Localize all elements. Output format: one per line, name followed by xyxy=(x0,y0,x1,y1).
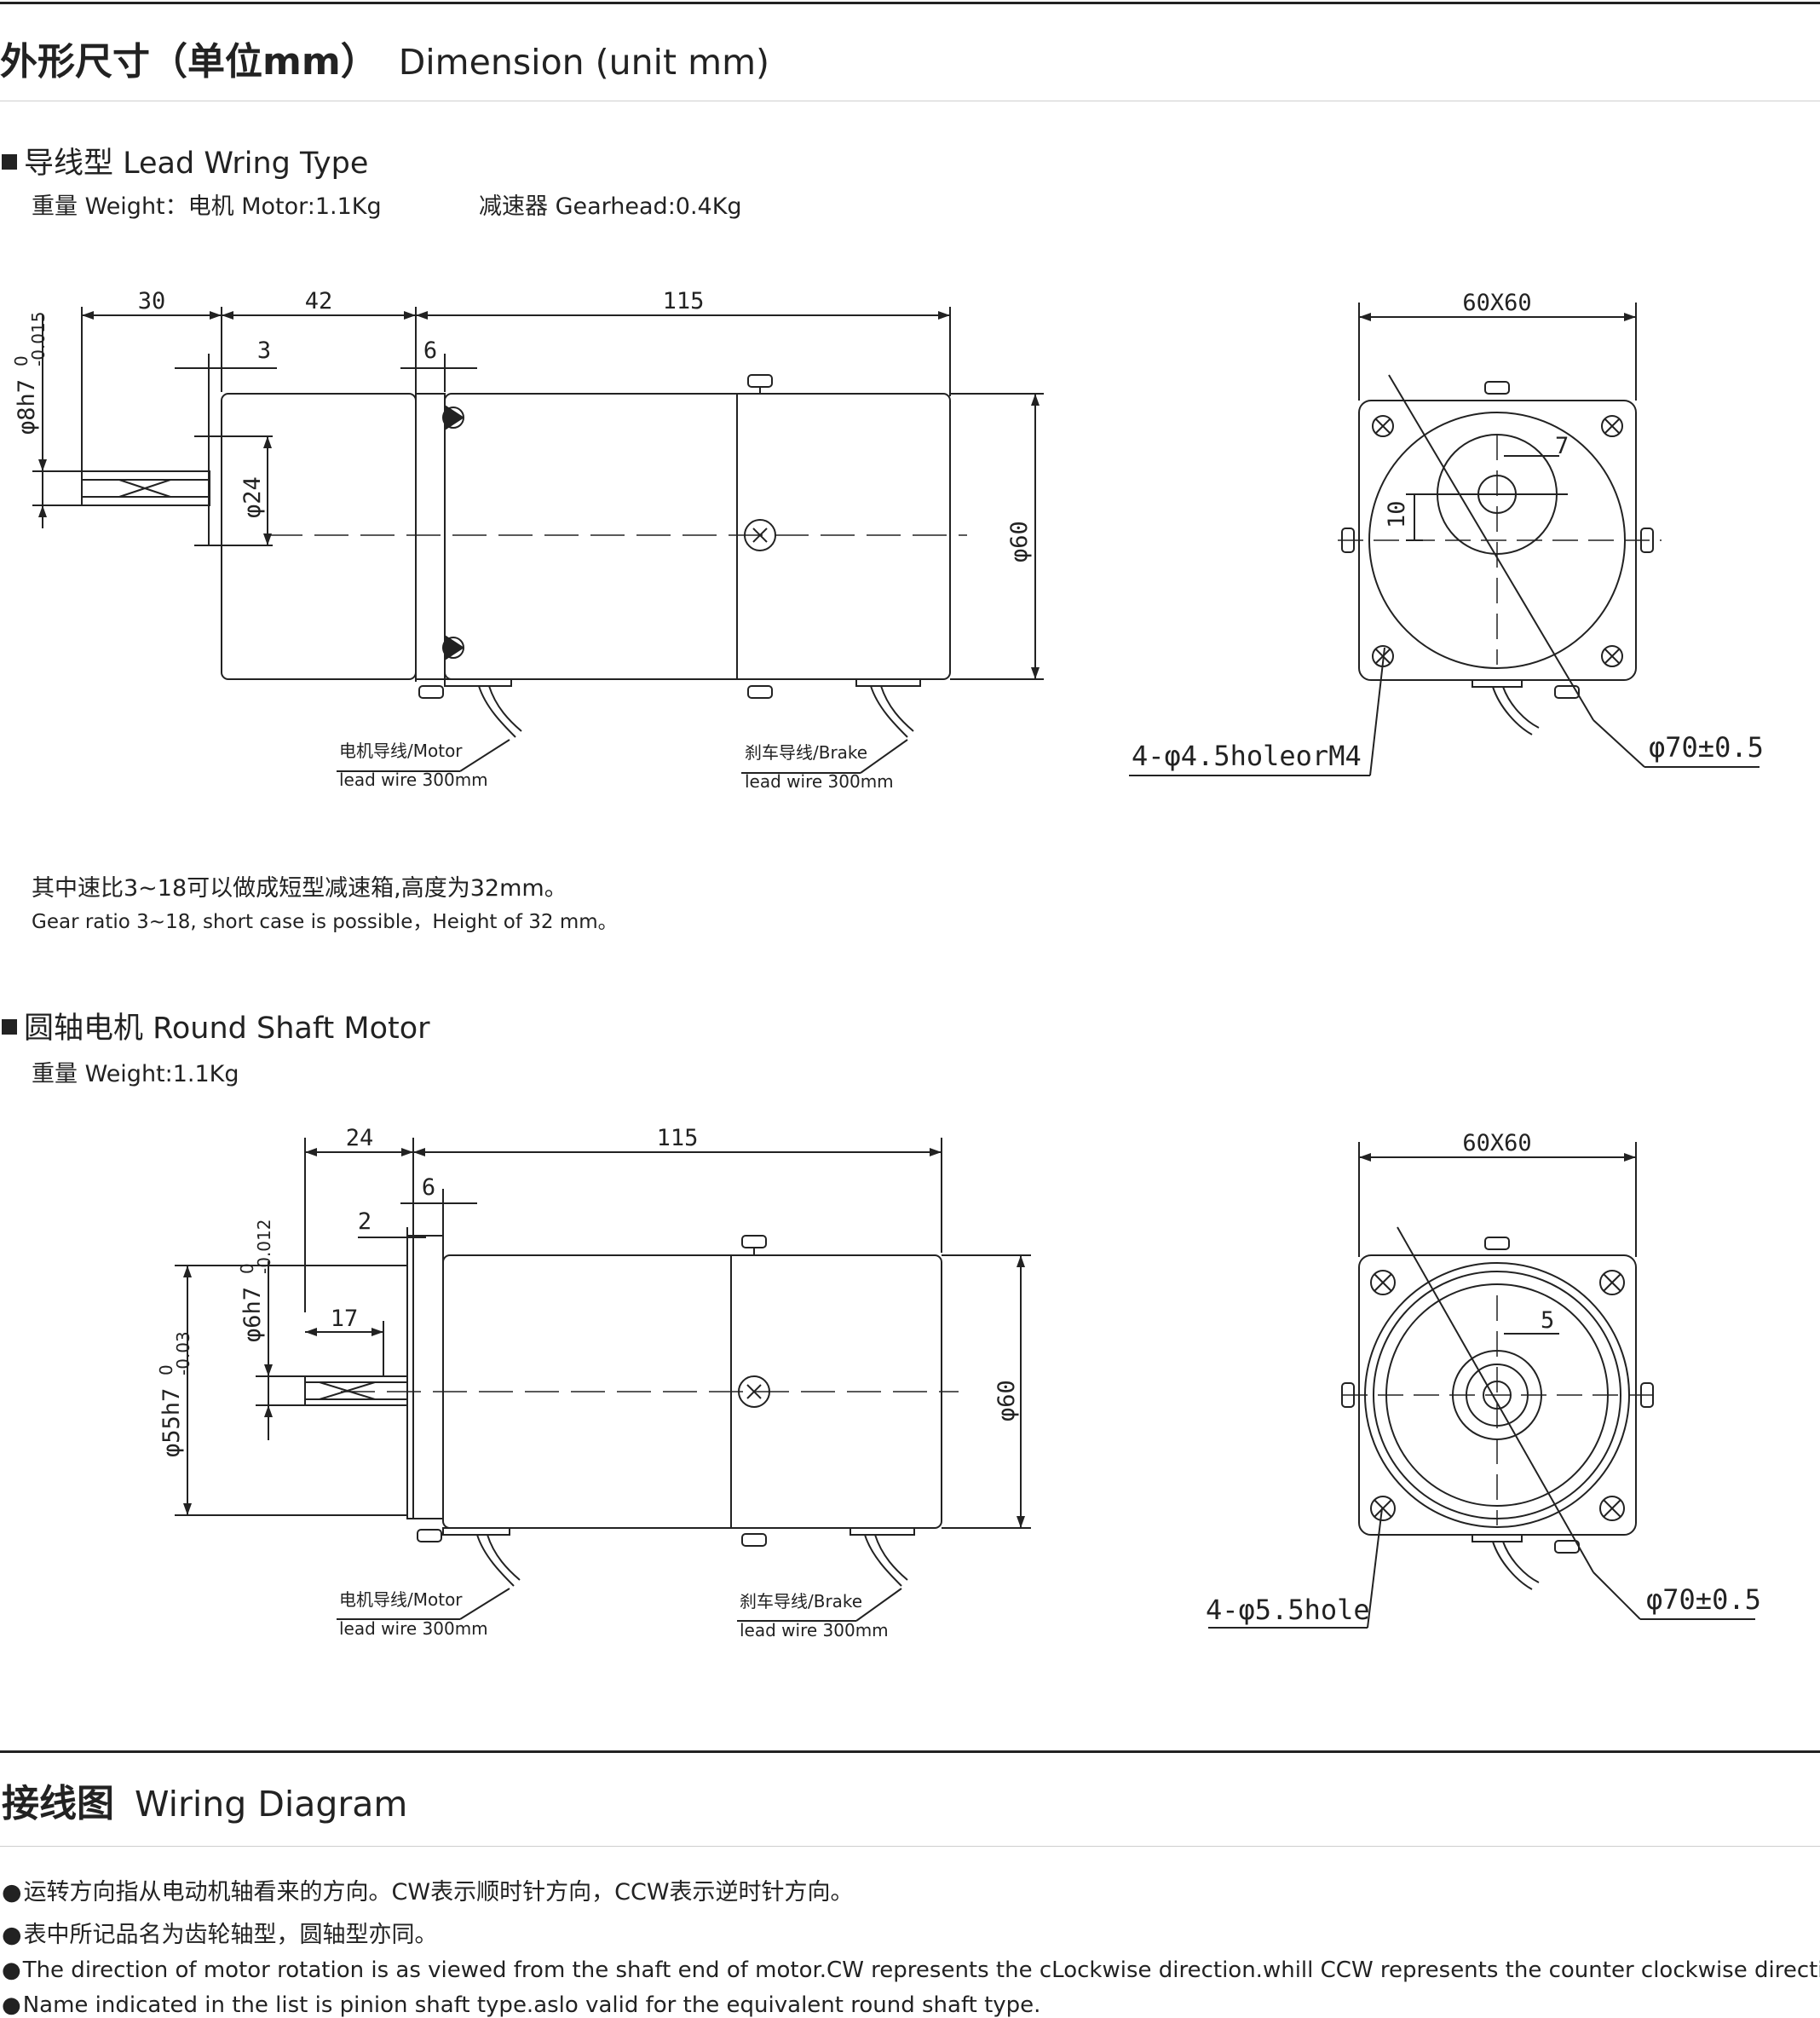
wiring-section-rule xyxy=(0,1750,1820,1753)
rs-dim-60x60: 60X60 xyxy=(1462,1130,1531,1156)
brake-wire-label: 刹车导线/Brake xyxy=(745,742,867,763)
pcd-label: φ70±0.5 xyxy=(1649,731,1764,764)
wiring-note-1: 运转方向指从电动机轴看来的方向。CW表示顺时针方向，CCW表示逆时针方向。 xyxy=(2,1873,854,1906)
svg-text:φ8h7: φ8h7 xyxy=(14,379,40,435)
svg-text:-0.015: -0.015 xyxy=(28,312,49,366)
svg-text:-0.012: -0.012 xyxy=(254,1219,274,1274)
brake-wire-length: lead wire 300mm xyxy=(745,771,894,792)
svg-text:φ55h7: φ55h7 xyxy=(158,1388,185,1457)
rs-mounting-hole-label: 4-φ5.5hole xyxy=(1206,1594,1370,1626)
motor-wire-length: lead wire 300mm xyxy=(339,770,488,790)
gear-ratio-note-cn: 其中速比3~18可以做成短型减速箱,高度为32mm。 xyxy=(32,875,567,902)
dim-7: 7 xyxy=(1555,433,1569,459)
svg-text:-0.03: -0.03 xyxy=(173,1331,193,1375)
rs-pcd-label: φ70±0.5 xyxy=(1646,1583,1761,1616)
gear-ratio-note-en: Gear ratio 3~18, short case is possible，… xyxy=(32,911,618,933)
lead-wiring-heading: 导线型 Lead Wring Type xyxy=(2,139,368,182)
svg-text:φ6h7: φ6h7 xyxy=(239,1287,266,1342)
motor-wire-label: 电机导线/Motor xyxy=(339,741,463,761)
round-shaft-side-view: 24 115 6 2 17 φ6h7 0 -0.012 φ55h7 0 -0.0… xyxy=(156,1125,1031,1640)
rs-brake-wire-label: 刹车导线/Brake xyxy=(740,1591,862,1612)
round-shaft-end-view: 60X60 5 4-φ5.5hole φ70±0.5 xyxy=(1206,1130,1761,1629)
rs-pilot-diameter-label: φ55h7 0 -0.03 xyxy=(156,1331,193,1457)
dim-phi24: φ24 xyxy=(239,476,266,518)
dim-6: 6 xyxy=(423,337,437,364)
square-bullet-icon xyxy=(2,1019,17,1035)
rs-dim-17: 17 xyxy=(331,1306,359,1332)
svg-text:0: 0 xyxy=(237,1263,257,1274)
dim-30: 30 xyxy=(138,288,166,314)
rs-dim-6: 6 xyxy=(422,1174,435,1201)
square-bullet-icon xyxy=(2,154,17,170)
rs-dim-24: 24 xyxy=(346,1125,374,1151)
lead-wiring-weight-gearhead: 减速器 Gearhead:0.4Kg xyxy=(479,193,742,220)
rs-brake-wire-length: lead wire 300mm xyxy=(740,1620,889,1640)
round-shaft-heading: 圆轴电机 Round Shaft Motor xyxy=(2,1004,430,1047)
rs-dim-2: 2 xyxy=(358,1208,371,1235)
shaft-diameter-label: φ8h7 0 -0.015 xyxy=(11,312,49,435)
rs-motor-wire-length: lead wire 300mm xyxy=(339,1618,488,1639)
rs-dim-phi60: φ60 xyxy=(994,1380,1020,1421)
svg-text:0: 0 xyxy=(156,1364,176,1375)
dim-10: 10 xyxy=(1384,500,1410,528)
dim-42: 42 xyxy=(305,288,333,314)
rs-motor-wire-label: 电机导线/Motor xyxy=(339,1589,463,1610)
rs-dim-5: 5 xyxy=(1541,1307,1554,1334)
dim-60x60: 60X60 xyxy=(1462,290,1531,316)
wiring-note-2: 表中所记品名为齿轮轴型，圆轴型亦同。 xyxy=(2,1916,438,1949)
lead-wiring-weight-motor: 重量 Weight：电机 Motor:1.1Kg xyxy=(32,193,382,220)
lead-wiring-end-view: 60X60 7 10 4-φ4.5holeorM4 φ70±0.5 xyxy=(1129,290,1764,776)
wiring-divider xyxy=(0,1846,1820,1847)
lead-wiring-side-view: 30 42 115 3 6 φ8h7 0 -0.015 φ24 φ60 电机导线… xyxy=(11,288,1044,792)
svg-text:0: 0 xyxy=(11,355,32,366)
mounting-hole-label: 4-φ4.5holeorM4 xyxy=(1132,740,1362,772)
title-cn: 外形尺寸（单位mm） xyxy=(0,40,378,84)
dim-3: 3 xyxy=(257,337,271,364)
rs-shaft-diameter-label: φ6h7 0 -0.012 xyxy=(237,1219,274,1342)
wiring-note-3: The direction of motor rotation is as vi… xyxy=(2,1957,1820,1983)
title-en: Dimension (unit mm) xyxy=(398,42,770,83)
wiring-note-4: Name indicated in the list is pinion sha… xyxy=(2,1992,1041,2018)
dimension-section-title: 外形尺寸（单位mm） Dimension (unit mm) xyxy=(0,31,769,85)
dim-115: 115 xyxy=(663,288,705,314)
rs-dim-115: 115 xyxy=(657,1125,699,1151)
dim-phi60: φ60 xyxy=(1006,521,1033,562)
top-rule xyxy=(0,2,1820,4)
round-shaft-weight: 重量 Weight:1.1Kg xyxy=(32,1061,239,1087)
